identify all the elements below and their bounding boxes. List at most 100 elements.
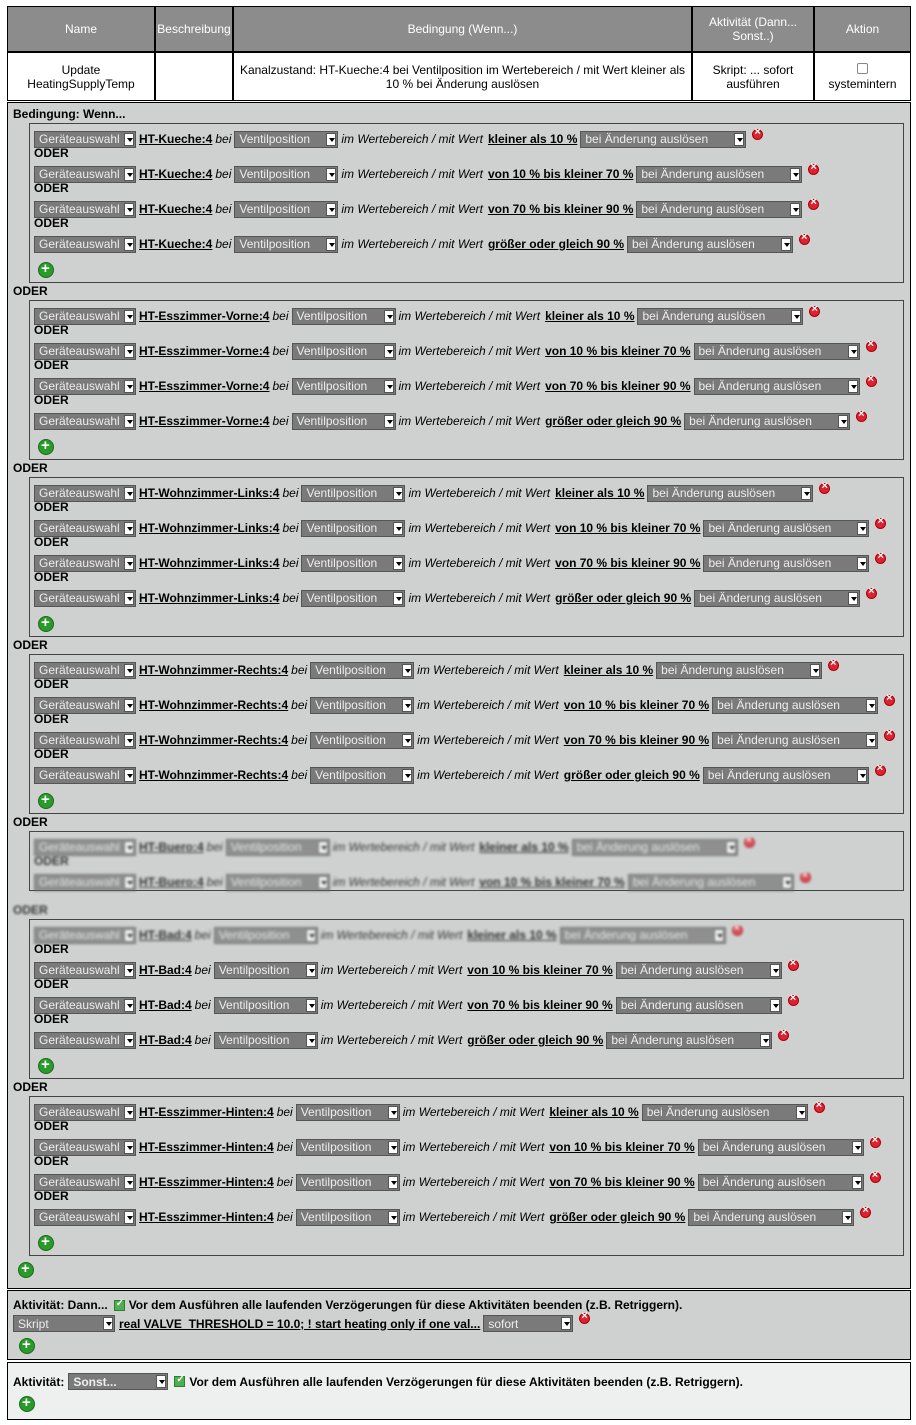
then-retrigger-checkbox[interactable] [113, 1298, 125, 1311]
trigger-select[interactable]: bei Änderung auslösen [656, 661, 823, 679]
trigger-select[interactable]: bei Änderung auslösen [697, 1138, 864, 1156]
range-value-link[interactable]: von 70 % bis kleiner 90 % [555, 556, 701, 570]
trigger-select[interactable]: bei Änderung auslösen [627, 873, 794, 891]
delete-icon[interactable] [865, 373, 877, 387]
trigger-select[interactable]: bei Änderung auslösen [712, 696, 879, 714]
trigger-select[interactable]: bei Änderung auslösen [703, 554, 870, 572]
add-condition-group-icon[interactable] [18, 1260, 34, 1278]
device-select[interactable]: Geräteauswahl [34, 165, 136, 183]
delete-icon[interactable] [869, 1169, 881, 1183]
range-value-link[interactable]: von 70 % bis kleiner 90 % [487, 202, 634, 216]
delete-icon[interactable] [752, 126, 764, 140]
device-link[interactable]: HT-Bad:4 [139, 963, 192, 977]
trigger-select[interactable]: bei Änderung auslösen [684, 412, 851, 430]
add-then-activity-icon[interactable] [19, 1336, 35, 1354]
trigger-select[interactable]: bei Änderung auslösen [636, 200, 803, 218]
delete-icon[interactable] [860, 1204, 872, 1218]
range-value-link[interactable]: kleiner als 10 % [467, 928, 557, 942]
delete-icon[interactable] [799, 869, 811, 883]
trigger-select[interactable]: bei Änderung auslösen [697, 1173, 864, 1191]
then-script-link[interactable]: real VALVE_THRESHOLD = 10.0; ! start hea… [119, 1316, 481, 1331]
device-link[interactable]: HT-Bad:4 [139, 998, 192, 1012]
device-select[interactable]: Geräteauswahl [34, 377, 136, 395]
device-link[interactable]: HT-Kueche:4 [139, 237, 213, 251]
device-select[interactable]: Geräteauswahl [34, 661, 136, 679]
device-link[interactable]: HT-Esszimmer-Hinten:4 [139, 1175, 274, 1189]
add-condition-icon[interactable] [38, 437, 54, 455]
device-select[interactable]: Geräteauswahl [34, 996, 136, 1014]
trigger-select[interactable]: bei Änderung auslösen [693, 342, 860, 360]
delete-icon[interactable] [856, 408, 868, 422]
delete-icon[interactable] [809, 303, 821, 317]
range-value-link[interactable]: kleiner als 10 % [545, 309, 635, 323]
device-link[interactable]: HT-Buero:4 [139, 840, 204, 854]
parameter-select[interactable]: Ventilposition [301, 519, 406, 537]
parameter-select[interactable]: Ventilposition [291, 342, 396, 360]
then-timing-select[interactable]: sofort [483, 1315, 574, 1332]
trigger-select[interactable]: bei Änderung auslösen [571, 838, 738, 856]
parameter-select[interactable]: Ventilposition [310, 731, 415, 749]
add-condition-icon[interactable] [38, 1056, 54, 1074]
delete-icon[interactable] [828, 657, 840, 671]
device-select[interactable]: Geräteauswahl [34, 307, 136, 325]
device-select[interactable]: Geräteauswahl [34, 130, 136, 148]
trigger-select[interactable]: bei Änderung auslösen [559, 926, 726, 944]
device-select[interactable]: Geräteauswahl [34, 731, 136, 749]
device-link[interactable]: HT-Kueche:4 [139, 132, 213, 146]
parameter-select[interactable]: Ventilposition [213, 1031, 318, 1049]
device-select[interactable]: Geräteauswahl [34, 838, 136, 856]
parameter-select[interactable]: Ventilposition [310, 766, 415, 784]
device-select[interactable]: Geräteauswahl [34, 554, 136, 572]
device-link[interactable]: HT-Wohnzimmer-Links:4 [139, 591, 280, 605]
delete-icon[interactable] [787, 957, 799, 971]
else-retrigger-checkbox[interactable] [174, 1374, 186, 1387]
trigger-select[interactable]: bei Änderung auslösen [647, 484, 814, 502]
add-condition-icon[interactable] [38, 260, 54, 278]
delete-icon[interactable] [874, 762, 886, 776]
delete-icon[interactable] [865, 338, 877, 352]
trigger-select[interactable]: bei Änderung auslösen [580, 130, 747, 148]
trigger-select[interactable]: bei Änderung auslösen [641, 1103, 808, 1121]
systemintern-checkbox[interactable] [857, 62, 868, 74]
trigger-select[interactable]: bei Änderung auslösen [627, 235, 794, 253]
device-select[interactable]: Geräteauswahl [34, 342, 136, 360]
device-link[interactable]: HT-Wohnzimmer-Rechts:4 [139, 698, 289, 712]
parameter-select[interactable]: Ventilposition [310, 661, 415, 679]
range-value-link[interactable]: kleiner als 10 % [563, 663, 654, 677]
device-link[interactable]: HT-Buero:4 [139, 875, 204, 889]
trigger-select[interactable]: bei Änderung auslösen [694, 589, 861, 607]
device-link[interactable]: HT-Bad:4 [139, 928, 192, 942]
device-link[interactable]: HT-Esszimmer-Vorne:4 [139, 309, 270, 323]
delete-icon[interactable] [869, 1134, 881, 1148]
parameter-select[interactable]: Ventilposition [234, 165, 339, 183]
range-value-link[interactable]: von 10 % bis kleiner 70 % [487, 167, 634, 181]
device-select[interactable]: Geräteauswahl [34, 589, 136, 607]
device-select[interactable]: Geräteauswahl [34, 1138, 136, 1156]
parameter-select[interactable]: Ventilposition [310, 696, 415, 714]
range-value-link[interactable]: kleiner als 10 % [479, 840, 569, 854]
device-select[interactable]: Geräteauswahl [34, 926, 136, 944]
add-condition-icon[interactable] [38, 1233, 54, 1251]
device-select[interactable]: Geräteauswahl [34, 235, 136, 253]
delete-icon[interactable] [787, 992, 799, 1006]
program-name[interactable]: Update HeatingSupplyTemp [7, 52, 155, 101]
device-select[interactable]: Geräteauswahl [34, 1103, 136, 1121]
delete-icon[interactable] [866, 585, 878, 599]
device-select[interactable]: Geräteauswahl [34, 1173, 136, 1191]
device-link[interactable]: HT-Wohnzimmer-Links:4 [139, 521, 280, 535]
range-value-link[interactable]: von 10 % bis kleiner 70 % [467, 963, 613, 977]
delete-icon[interactable] [731, 922, 743, 936]
program-row[interactable]: Update HeatingSupplyTemp Kanalzustand: H… [7, 52, 911, 101]
delete-icon[interactable] [743, 834, 755, 848]
device-select[interactable]: Geräteauswahl [34, 766, 136, 784]
add-else-activity-icon[interactable] [19, 1394, 35, 1412]
parameter-select[interactable]: Ventilposition [291, 307, 396, 325]
range-value-link[interactable]: größer oder gleich 90 % [487, 237, 625, 251]
range-value-link[interactable]: von 10 % bis kleiner 70 % [563, 698, 710, 712]
range-value-link[interactable]: größer oder gleich 90 % [563, 768, 700, 782]
parameter-select[interactable]: Ventilposition [291, 412, 396, 430]
range-value-link[interactable]: größer oder gleich 90 % [555, 591, 692, 605]
device-select[interactable]: Geräteauswahl [34, 1208, 136, 1226]
device-select[interactable]: Geräteauswahl [34, 961, 136, 979]
range-value-link[interactable]: von 10 % bis kleiner 70 % [555, 521, 701, 535]
